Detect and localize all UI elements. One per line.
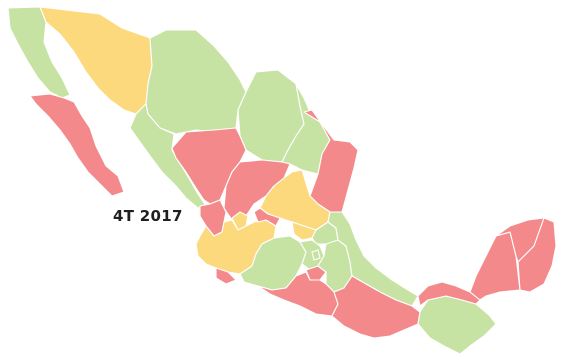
state-baja-california-sur[interactable] [29,93,125,197]
state-chihuahua[interactable] [145,29,247,135]
period-label: 4T 2017 [113,207,183,225]
state-tabasco[interactable] [417,281,481,307]
state-chiapas[interactable] [417,295,497,355]
state-baja-california[interactable] [7,6,71,99]
state-sinaloa[interactable] [129,103,207,209]
state-sonora[interactable] [39,6,153,115]
state-quintana-roo[interactable] [517,217,557,293]
state-cdmx[interactable] [311,249,321,261]
state-colima[interactable] [215,267,237,285]
state-guanajuato[interactable] [253,207,281,227]
state-guerrero[interactable] [257,271,339,317]
